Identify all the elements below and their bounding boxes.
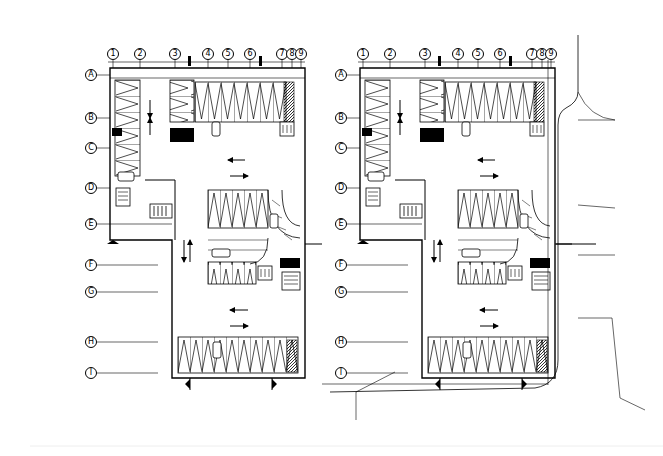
grid-label: 2 [137,50,142,58]
grid-bubble: C [335,142,347,154]
grid-label: 2 [387,50,392,58]
grid-label: G [338,288,344,296]
grid-bubble: 2 [384,48,396,60]
grid-label: C [338,144,344,152]
grid-label: H [338,338,344,346]
grid-bubble: H [85,336,97,348]
grid-bubble: 6 [244,48,256,60]
grid-label: I [90,369,92,377]
grid-label: E [88,220,93,228]
grid-label: 6 [497,50,502,58]
grid-label: 9 [298,50,303,58]
grid-label: 1 [360,50,365,58]
grid-label: E [338,220,343,228]
grid-label: 3 [172,50,177,58]
grid-label: D [88,184,94,192]
grid-label: B [88,114,94,122]
grid-label: F [89,261,94,269]
grid-label: 1 [110,50,115,58]
grid-label: 8 [289,50,294,58]
grid-label: 6 [247,50,252,58]
grid-bubble: 3 [169,48,181,60]
grid-bubble: E [85,218,97,230]
grid-bubble: D [85,182,97,194]
grid-label: 3 [422,50,427,58]
grid-label: 5 [225,50,230,58]
grid-label: 8 [539,50,544,58]
grid-label: 5 [475,50,480,58]
grid-bubble: G [335,286,347,298]
grid-bubble: 2 [134,48,146,60]
grid-bubble: A [335,69,347,81]
grid-bubble: B [85,112,97,124]
grid-bubble: 6 [494,48,506,60]
grid-label: B [338,114,344,122]
grid-label: 4 [455,50,460,58]
grid-bubble: G [85,286,97,298]
grid-bubble: 5 [222,48,234,60]
grid-label: 7 [529,50,534,58]
grid-bubble: I [85,367,97,379]
grid-bubble: E [335,218,347,230]
grid-bubble: H [335,336,347,348]
grid-bubble: C [85,142,97,154]
grid-label: G [88,288,94,296]
grid-label: C [88,144,94,152]
grid-label: F [339,261,344,269]
grid-bubble: 9 [295,48,307,60]
grid-label: H [88,338,94,346]
grid-label: 9 [548,50,553,58]
grid-bubble: 4 [452,48,464,60]
grid-bubble: 1 [357,48,369,60]
grid-label: D [338,184,344,192]
grid-bubble: 4 [202,48,214,60]
grid-bubble: F [85,259,97,271]
grid-bubble: 3 [419,48,431,60]
grid-bubble: 5 [472,48,484,60]
grid-label: A [88,71,93,79]
grid-bubble: F [335,259,347,271]
grid-label: 4 [205,50,210,58]
grid-label: A [338,71,343,79]
grid-bubble: B [335,112,347,124]
grid-bubble: I [335,367,347,379]
grid-bubble: A [85,69,97,81]
grid-bubble: D [335,182,347,194]
grid-bubble: 9 [545,48,557,60]
grid-label: 7 [279,50,284,58]
grid-bubble: 1 [107,48,119,60]
grid-label: I [340,369,342,377]
